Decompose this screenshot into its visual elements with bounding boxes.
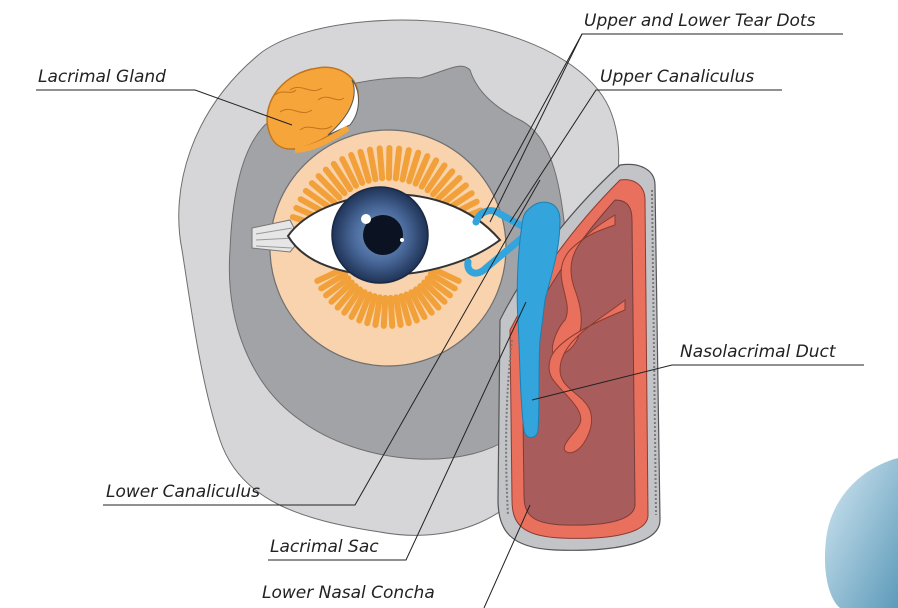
eyelash <box>391 298 393 326</box>
eye-highlight <box>361 214 371 224</box>
eye-highlight-small <box>400 238 404 242</box>
label-lacrimal-gland: Lacrimal Gland <box>38 67 166 87</box>
label-lacrimal-sac: Lacrimal Sac <box>270 537 379 557</box>
label-upper-canaliculus: Upper Canaliculus <box>600 67 754 87</box>
eyelash <box>384 298 386 326</box>
label-nasolacrimal-duct: Nasolacrimal Duct <box>680 342 837 362</box>
eyelash <box>380 148 383 178</box>
label-lower-nasal-concha: Lower Nasal Concha <box>262 583 435 603</box>
label-lower-canaliculus: Lower Canaliculus <box>106 482 260 502</box>
corner-decoration <box>825 458 898 608</box>
label-tear-dots: Upper and Lower Tear Dots <box>584 11 816 31</box>
eyelash <box>396 149 399 179</box>
